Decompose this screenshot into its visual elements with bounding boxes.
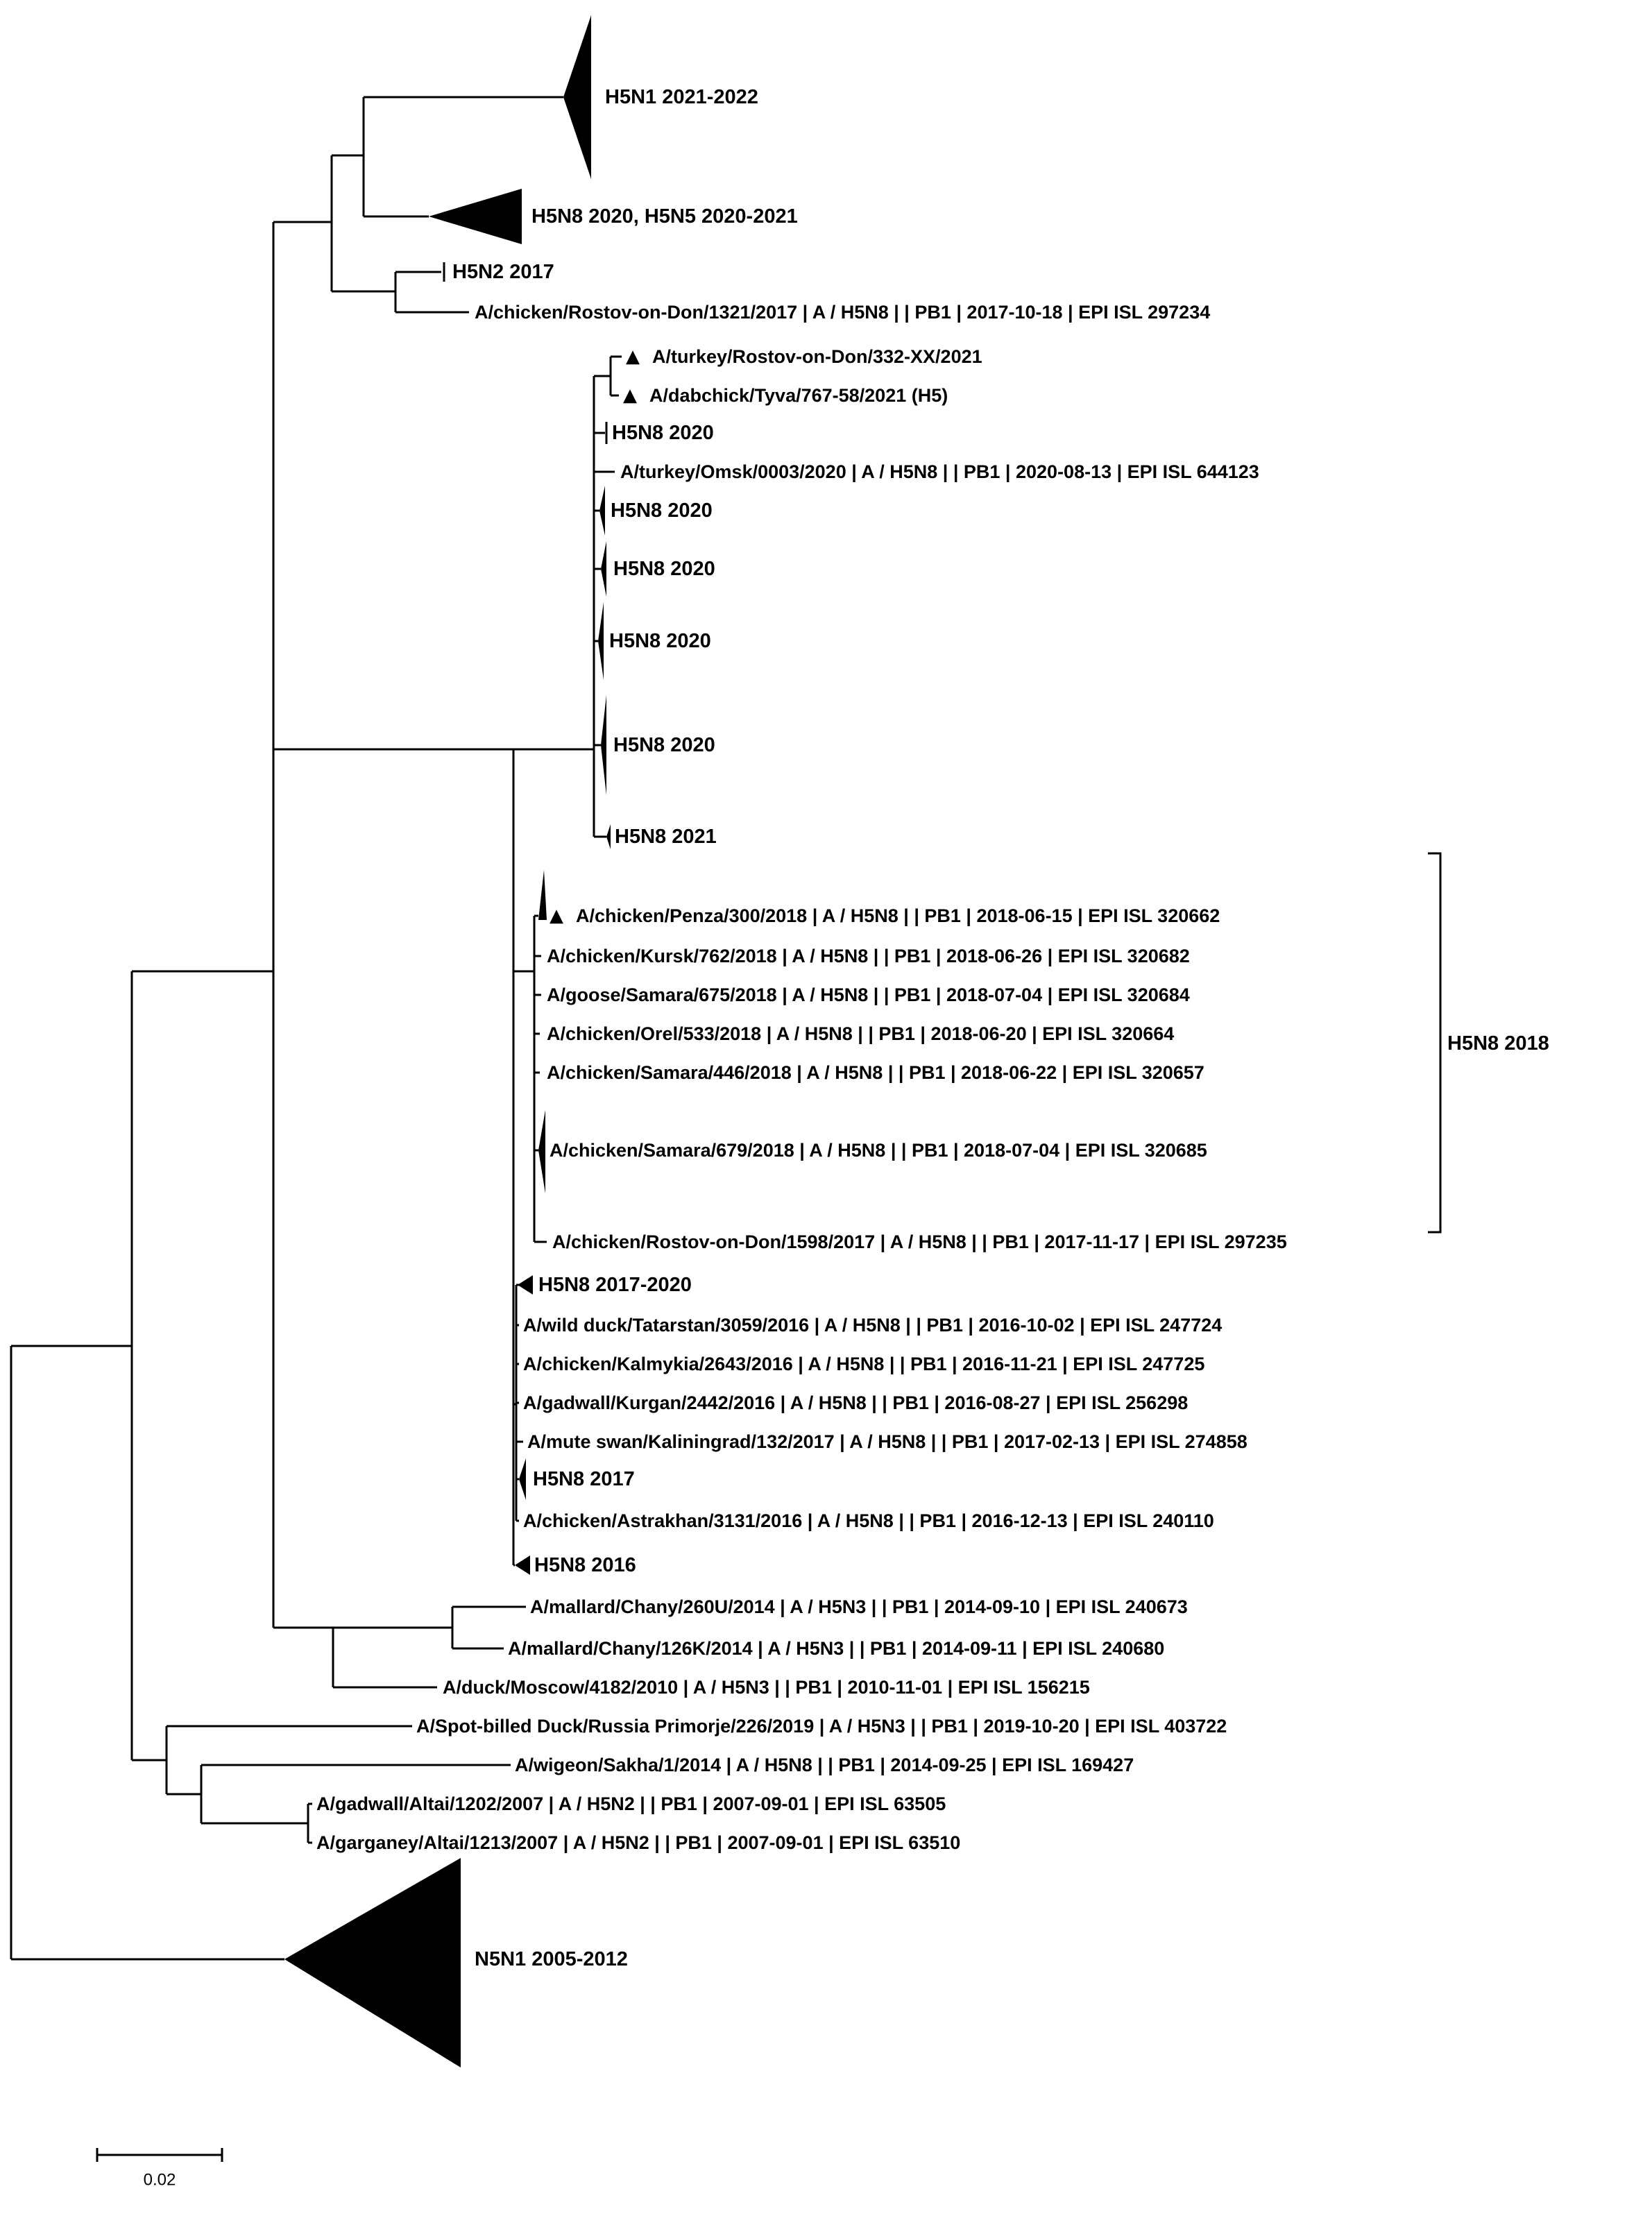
clade-label-h5n8-2017: H5N8 2017 (533, 1468, 635, 1490)
tip-wigeon-sakha: A/wigeon/Sakha/1/2014 | A / H5N8 | | PB1… (515, 1755, 1134, 1775)
collapsed-clade-sliver-h5n8-2021 (606, 824, 611, 849)
collapsed-clade-sliver-h5n8-2017 (519, 1458, 526, 1500)
clade-label-h5n8-2020-b: H5N8 2020 (611, 500, 713, 522)
clade-label-h5n1-2021-2022: H5N1 2021-2022 (605, 86, 758, 108)
tip-gadwall-altai: A/gadwall/Altai/1202/2007 | A / H5N2 | |… (316, 1793, 946, 1814)
tip-chicken-kalmykia: A/chicken/Kalmykia/2643/2016 | A / H5N8 … (523, 1354, 1204, 1374)
tip-mute-swan-kaliningrad: A/mute swan/Kaliningrad/132/2017 | A / H… (527, 1431, 1247, 1452)
collapsed-clade-sliver-h5n8-2020-c (601, 541, 606, 597)
collapsed-clade-sliver-h5n8-2020-e (601, 695, 606, 795)
tree-labels: H5N1 2021-2022 H5N8 2020, H5N5 2020-2021… (316, 86, 1287, 1970)
tip-chicken-astrakhan: A/chicken/Astrakhan/3131/2016 | A / H5N8… (523, 1510, 1214, 1531)
triangle-marker-icon: ▲ (623, 385, 637, 406)
collapsed-clade-triangle-h5n8-2020-h5n5 (429, 189, 522, 244)
triangle-marker-icon: ▲ (550, 905, 563, 926)
tip-chicken-rostov-1598: A/chicken/Rostov-on-Don/1598/2017 | A / … (552, 1231, 1287, 1252)
clade-label-h5n8-2021: H5N8 2021 (615, 826, 717, 848)
collapsed-clade-triangle-h5n1-2021-2022 (563, 15, 591, 179)
tip-chicken-orel: A/chicken/Orel/533/2018 | A / H5N8 | | P… (547, 1023, 1174, 1044)
clade-label-n5n1-2005-2012: N5N1 2005-2012 (475, 1948, 628, 1970)
bracket-annotation: H5N8 2018 (1428, 852, 1549, 1234)
tree-branches (10, 96, 622, 1961)
tip-chicken-penza: A/chicken/Penza/300/2018 | A / H5N8 | | … (576, 905, 1220, 926)
clade-label-h5n8-2020-h5n5: H5N8 2020, H5N5 2020-2021 (531, 205, 798, 228)
tip-mallard-chany-126k: A/mallard/Chany/126K/2014 | A / H5N3 | |… (508, 1638, 1164, 1659)
collapsed-clade-sliver-h5n8-2020-d (598, 602, 604, 680)
collapsed-clade-triangle-h5n8-2017-2020 (518, 1275, 533, 1295)
clade-label-h5n8-2017-2020: H5N8 2017-2020 (538, 1274, 692, 1296)
clade-label-h5n8-2020-c: H5N8 2020 (613, 558, 715, 580)
tip-chicken-samara-679: A/chicken/Samara/679/2018 | A / H5N8 | |… (550, 1140, 1207, 1161)
tip-chicken-rostov-1321: A/chicken/Rostov-on-Don/1321/2017 | A / … (475, 302, 1210, 323)
scale-bar: 0.02 (96, 2148, 223, 2190)
scale-bar-line (96, 2148, 223, 2162)
tip-garganey-altai: A/garganey/Altai/1213/2007 | A / H5N2 | … (316, 1832, 960, 1853)
collapsed-clade-triangle-n5n1-2005-2012 (284, 1858, 461, 2067)
clade-label-h5n8-2020-d: H5N8 2020 (609, 630, 711, 652)
tip-chicken-samara-446: A/chicken/Samara/446/2018 | A / H5N8 | |… (547, 1062, 1204, 1083)
tip-duck-moscow: A/duck/Moscow/4182/2010 | A / H5N3 | | P… (443, 1677, 1090, 1698)
tip-dabchick-tyva: A/dabchick/Tyva/767-58/2021 (H5) (649, 385, 948, 406)
tip-gadwall-kurgan: A/gadwall/Kurgan/2442/2016 | A / H5N8 | … (523, 1392, 1188, 1413)
tip-spot-billed-duck: A/Spot-billed Duck/Russia Primorje/226/2… (416, 1716, 1227, 1737)
collapsed-clade-sliver-penza (538, 870, 547, 920)
clade-label-h5n8-2016: H5N8 2016 (534, 1554, 636, 1576)
tip-wild-duck-tatarstan: A/wild duck/Tatarstan/3059/2016 | A / H5… (523, 1315, 1222, 1336)
collapsed-clades (284, 15, 611, 2067)
tip-turkey-rostov-332: A/turkey/Rostov-on-Don/332-XX/2021 (652, 346, 982, 367)
clade-label-h5n2-2017: H5N2 2017 (452, 261, 554, 283)
branch-lines-path (10, 96, 622, 1961)
tip-chicken-kursk: A/chicken/Kursk/762/2018 | A / H5N8 | | … (547, 946, 1190, 966)
clade-label-h5n8-2020-e: H5N8 2020 (613, 734, 715, 756)
triangle-marker-icon: ▲ (626, 346, 640, 367)
bracket-line (1428, 852, 1442, 1234)
collapsed-clade-triangle-h5n8-2016 (515, 1555, 530, 1575)
tip-turkey-omsk: A/turkey/Omsk/0003/2020 | A / H5N8 | | P… (620, 461, 1259, 482)
collapsed-clade-sliver-h5n8-2020-b (599, 486, 605, 536)
scale-bar-label: 0.02 (144, 2171, 176, 2190)
tip-mallard-chany-260u: A/mallard/Chany/260U/2014 | A / H5N3 | |… (530, 1596, 1188, 1617)
collapsed-clade-sliver-samara-679 (538, 1110, 545, 1193)
bracket-label-h5n8-2018: H5N8 2018 (1447, 1032, 1549, 1055)
tip-goose-samara-675: A/goose/Samara/675/2018 | A / H5N8 | | P… (547, 984, 1190, 1005)
clade-label-h5n8-2020-a: H5N8 2020 (612, 422, 714, 444)
